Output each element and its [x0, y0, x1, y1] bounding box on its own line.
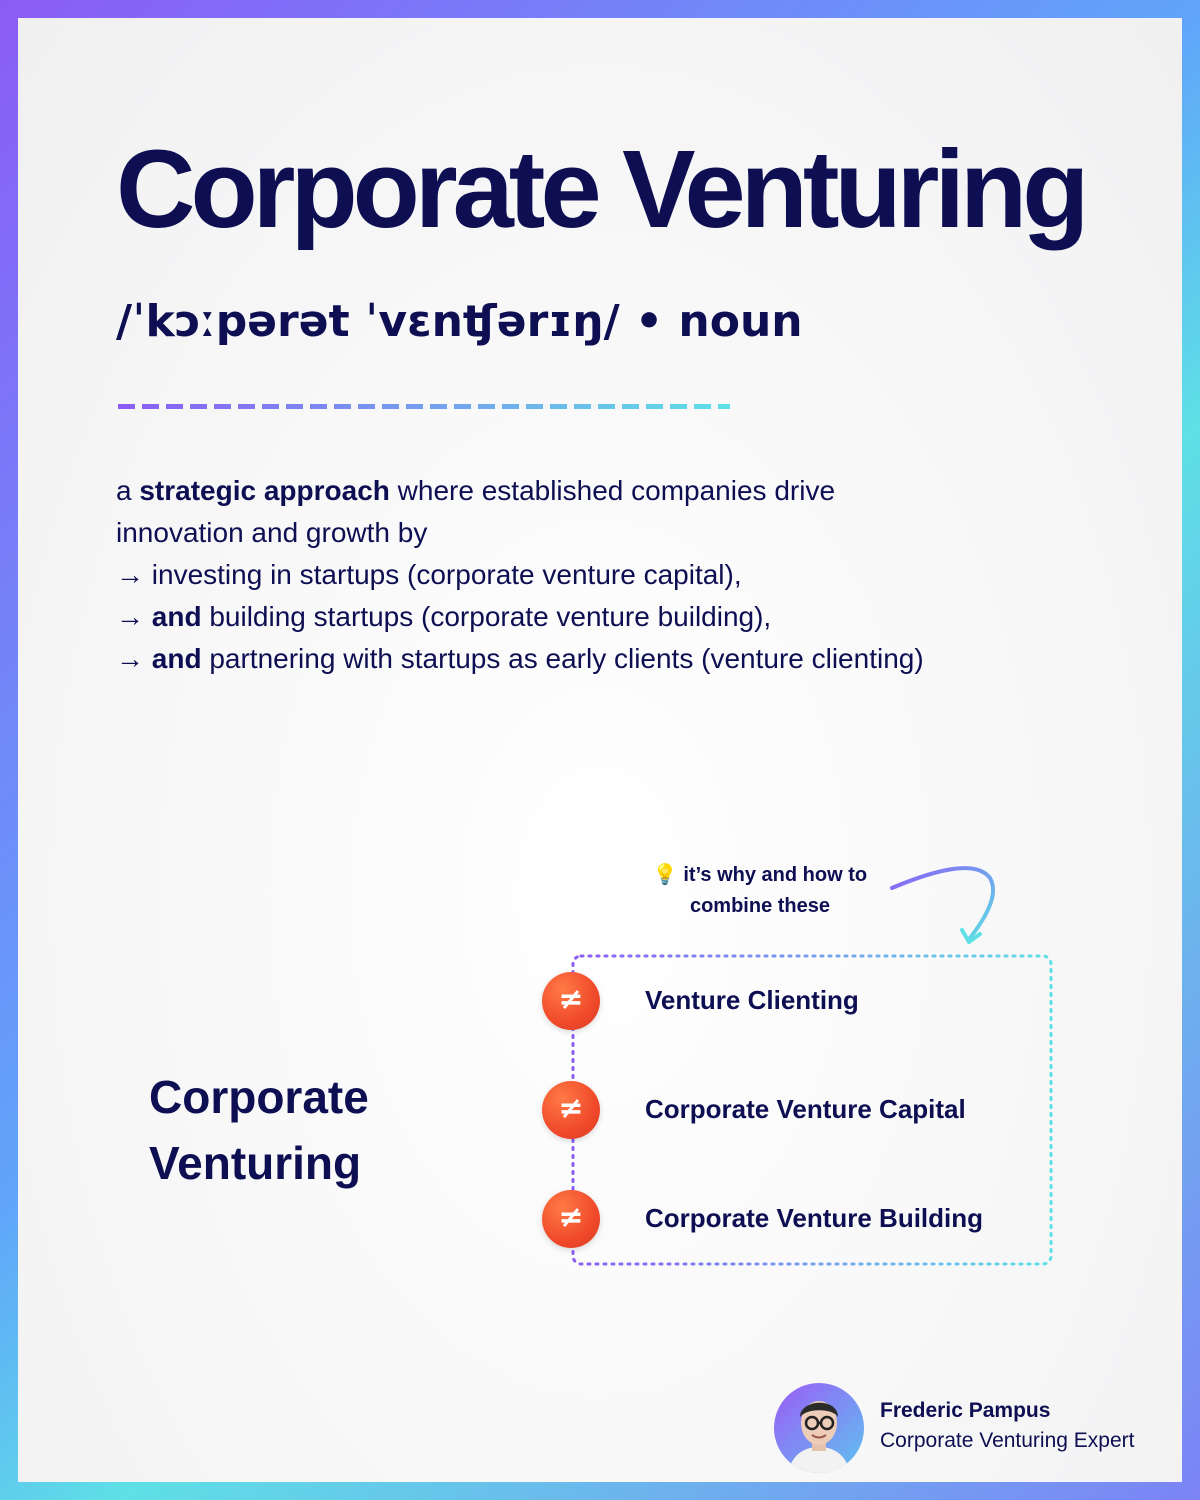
not-equal-icon: ≠ [542, 1190, 600, 1248]
page-title: Corporate Venturing [116, 128, 1089, 251]
definition-line-5: → and partnering with startups as early … [116, 643, 924, 674]
list-item-venture-clienting: ≠ Venture Clienting [542, 972, 1062, 1032]
pronunciation: /ˈkɔːpərət ˈvɛnʧərɪŋ/ • noun [116, 296, 803, 347]
author-name: Frederic Pampus [880, 1399, 1051, 1422]
lightbulb-icon: 💡 [652, 864, 678, 886]
corporate-venturing-label: Corporate Venturing [149, 1071, 369, 1189]
content-card: Corporate Venturing /ˈkɔːpərət ˈvɛnʧərɪŋ… [18, 18, 1182, 1482]
item-label: Corporate Venture Building [645, 1203, 984, 1233]
list-item-corporate-venture-building: ≠ Corporate Venture Building [542, 1190, 1062, 1250]
definition-text: a strategic approach where established c… [116, 470, 1096, 680]
definition-line-3: → investing in startups (corporate ventu… [116, 559, 742, 590]
not-equal-icon: ≠ [542, 1081, 600, 1139]
item-label: Venture Clienting [645, 985, 859, 1015]
item-label: Corporate Venture Capital [645, 1094, 966, 1124]
gradient-dashed-divider [118, 404, 730, 409]
tip-callout: 💡 it’s why and how to combine these [652, 864, 868, 917]
definition-line-2: innovation and growth by [116, 517, 428, 548]
definition-line-1: a strategic approach where established c… [116, 475, 836, 506]
not-equal-icon: ≠ [542, 972, 600, 1030]
list-item-corporate-venture-capital: ≠ Corporate Venture Capital [542, 1081, 1062, 1141]
curved-arrow-icon [890, 866, 996, 944]
author-card: Frederic Pampus Corporate Venturing Expe… [774, 1383, 1174, 1475]
author-role: Corporate Venturing Expert [880, 1429, 1135, 1452]
definition-line-4: → and building startups (corporate ventu… [116, 601, 772, 632]
person-portrait-icon [788, 1401, 850, 1473]
avatar [774, 1383, 864, 1473]
